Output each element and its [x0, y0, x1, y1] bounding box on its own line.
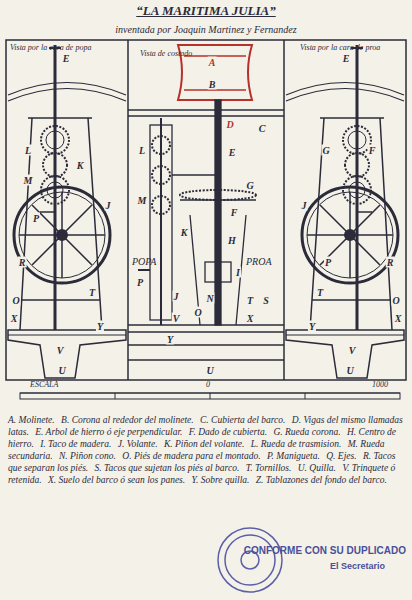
legend-item: F. Dado de cubierta. [189, 427, 267, 437]
view-label: Vista por la cara de popa [10, 44, 91, 53]
legend-item: Q. Ejes. [326, 451, 356, 461]
legend-item: L. Rueda de trasmision. [251, 439, 342, 449]
part-letter: U [345, 365, 354, 376]
view-label: 0 [206, 381, 210, 390]
legend-item: P. Manigueta. [267, 451, 320, 461]
part-letter: G [245, 180, 254, 191]
legend-item: G. Rueda corona. [273, 427, 340, 437]
part-letter: D [225, 119, 234, 130]
part-letter: C [258, 123, 267, 134]
stamp-text: CONFORME CON SU DUPLICADO [244, 545, 406, 556]
part-letter: F [368, 145, 377, 156]
part-letter: P [32, 213, 40, 224]
part-letter: O [193, 307, 202, 318]
title: “LA MARITIMA JULIA” [0, 4, 412, 18]
legend-item: Z. Tablazones del fondo del barco. [256, 475, 387, 485]
part-letter: K [76, 160, 85, 171]
part-letter: P [324, 257, 332, 268]
legend-text: A. Molinete. B. Corona al rededor del mo… [8, 414, 404, 486]
legend-item: I. Taco de madera. [40, 439, 111, 449]
part-letter: O [391, 295, 400, 306]
part-letter: T [246, 295, 254, 306]
view-label: 1000 [372, 381, 388, 390]
part-letter: R [18, 257, 27, 268]
legend-item: X. Suelo del barco ó sean los panes. [48, 475, 185, 485]
part-letter: Y [166, 334, 174, 345]
part-letter: N [205, 293, 214, 304]
legend-item: O. Piés de madera para el montado. [122, 451, 260, 461]
part-letter: R [386, 257, 395, 268]
part-letter: T [316, 287, 324, 298]
legend-item: J. Volante. [118, 439, 158, 449]
view-label: Vista por la cara de proa [300, 44, 380, 53]
part-letter: U [205, 365, 214, 376]
part-letter: B [208, 79, 217, 90]
part-letter: X [394, 313, 403, 324]
part-letter: P [136, 277, 144, 288]
legend-item: Y. Sobre quilla. [192, 475, 250, 485]
part-letter: V [172, 313, 181, 324]
legend-item: C. Cubierta del barco. [200, 415, 285, 425]
part-letter: L [24, 145, 32, 156]
part-letter: V [348, 345, 357, 356]
view-label: ESCALA [30, 381, 58, 390]
part-letter: E [62, 53, 71, 64]
part-letter: X [10, 313, 19, 324]
part-letter: S [262, 295, 270, 306]
view-label: POPA [132, 256, 156, 267]
legend-item: U. Quilla. [298, 463, 336, 473]
part-letter: U [57, 365, 66, 376]
legend-item: K. Piñon del volante. [164, 439, 244, 449]
part-letter: G [321, 145, 330, 156]
legend-item: A. Molinete. [8, 415, 55, 425]
part-letter: T [88, 287, 96, 298]
part-letter: M [137, 195, 148, 206]
part-letter: V [56, 345, 65, 356]
legend-item: N. Piñon cono. [59, 451, 116, 461]
part-letter: E [228, 147, 237, 158]
part-letter: M [23, 175, 34, 186]
view-label: Vista de costado [140, 50, 192, 59]
stamp-text: El Secretario [330, 562, 385, 572]
part-letter: O [11, 295, 20, 306]
part-letter: A [208, 57, 217, 68]
part-letter: K [180, 227, 189, 238]
legend-item: E. Arbol de hierro ó eje perpendicular. [35, 427, 182, 437]
legend-item: T. Tornillos. [246, 463, 292, 473]
part-letter: X [246, 313, 255, 324]
part-letter: J [301, 200, 308, 211]
legend-item: B. Corona al rededor del molinete. [61, 415, 194, 425]
view-label: inventada por Joaquin Martinez y Fernand… [0, 24, 412, 35]
part-letter: I [235, 267, 241, 278]
part-letter: H [227, 235, 237, 246]
part-letter: Y [96, 321, 104, 332]
part-letter: J [105, 200, 112, 211]
view-label: PROA [246, 256, 272, 267]
legend-item: S. Tacos que sujetan los piés al barco. [95, 463, 240, 473]
part-letter: E [342, 53, 351, 64]
part-letter: Y [308, 321, 316, 332]
part-letter: L [138, 145, 146, 156]
part-letter: J [173, 291, 180, 302]
part-letter: F [230, 207, 239, 218]
